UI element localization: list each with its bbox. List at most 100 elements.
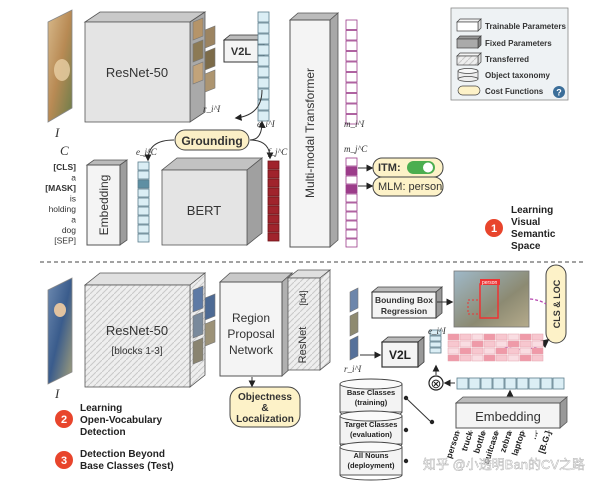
itm-cost [372,157,444,178]
objectness-line-2: & [261,403,268,414]
class-embedding-cell [480,377,493,390]
top-image-output-cell [345,93,358,104]
legend-item-cost: Cost Functions [485,87,544,96]
top-embedding-block [85,159,129,246]
step-1-line-3: Semantic [511,229,556,240]
legend-taxonomy-icon [457,68,479,82]
secondary-box [467,299,481,315]
score-cell [459,340,472,348]
score-cell [507,347,520,355]
caption-output-cell [345,157,358,167]
m-caption-label: m_j^C [344,144,368,154]
help-icon[interactable] [553,86,565,98]
class-embedding-cell [540,377,553,390]
grounding-arrow-down [249,139,274,160]
caption-token: [MASK] [45,183,76,193]
bbox-line-2: Regression [381,306,427,316]
class-embedding-cell [468,377,481,390]
caption-embedding-cell [137,233,150,243]
object-taxonomy-db: Base Classes(training)Target Classes(eva… [339,378,435,481]
top-embedding-label: Embedding [97,175,111,236]
rpn-line-3: Network [229,343,274,357]
step-2-line-3: Detection [80,427,126,438]
score-cell [507,354,520,362]
class-embedding-cell [492,377,505,390]
top-image-embedding-column [257,11,270,122]
caption-feature-cell [267,160,280,170]
top-image-embedding-cell [257,22,270,34]
db-item-label: Target Classes [345,420,398,429]
rpn-block [218,272,294,377]
db-item-label: (deployment) [347,461,395,470]
score-cell [447,347,460,355]
top-input-image [47,9,73,123]
top-region-crops [192,17,216,93]
db-item-label: (evaluation) [350,430,393,439]
output-to-cls-arrow [529,298,547,305]
watermark: 知乎 @小透明Ban的CV之路 [423,457,585,472]
top-image-output-cell [345,114,358,125]
caption-token: dog [62,225,76,235]
class-embedding-row [456,377,565,390]
score-cell [471,333,484,341]
caption-feature-cell [267,196,280,206]
top-image-output-cell [345,40,358,51]
step-1-line-2: Visual [511,217,540,228]
caption-token: is [70,194,76,204]
top-image-output-cell [345,51,358,62]
score-cell [495,354,508,362]
score-cell [531,347,544,355]
step-1-number: 1 [491,223,497,235]
top-image-var: I [54,125,60,140]
e-caption-label: e_j^C [136,147,158,157]
top-region-feat-label: r_i^I [203,104,221,114]
top-image-embedding-cell [257,77,270,89]
caption-output-cell [345,175,358,185]
bottom-embedding-label: Embedding [475,409,541,424]
caption-token: a [71,215,76,225]
caption-output-column [345,157,358,248]
bottom-embed-feat-label: e_i^I [428,326,447,336]
step-1-badge [485,219,503,237]
step-2-line-2: Open-Vocabulary [80,415,162,426]
caption-token: holding [49,204,77,214]
score-cell [519,347,532,355]
objectness-line-3: Localization [236,414,294,425]
resnet-b4-blocks: [b4] [298,290,308,305]
bbox-regression-block [370,286,444,319]
multiply-node [428,375,444,391]
resnet-b4-label: ResNet [297,327,309,364]
score-cell [507,340,520,348]
step-2-number: 2 [61,414,67,426]
score-cell [507,333,520,341]
top-image-output-cell [345,72,358,83]
top-image-output-cell [345,30,358,41]
top-m-image-label: m_i^I [344,119,365,129]
step-3-badge [55,451,73,469]
grounding-arrow-left [144,139,175,162]
class-embedding-cell [516,377,529,390]
class-embedding-cell [504,377,517,390]
caption-var: C [60,143,69,158]
bottom-region-crops [349,287,359,361]
caption-embedding-cell [137,197,150,207]
bottom-embedding-cell [429,347,442,354]
score-cell [471,340,484,348]
itm-label: ITM: [378,162,401,174]
score-cell [495,333,508,341]
help-icon-glyph: ? [556,88,562,98]
top-image-output-cell [345,103,358,114]
top-resnet-label: ResNet-50 [106,65,168,80]
objectness-line-1: Objectness [238,392,292,403]
caption-embedding-cell [137,215,150,225]
bottom-input-image [47,277,73,385]
bottom-resnet-label: ResNet-50 [106,323,168,338]
score-cell [459,354,472,362]
score-cell [483,354,496,362]
class-embedding-cell [456,377,469,390]
rpn-line-2: Proposal [227,327,274,341]
caption-embedding-cell [137,170,150,180]
person-tag-label: person [482,280,498,286]
